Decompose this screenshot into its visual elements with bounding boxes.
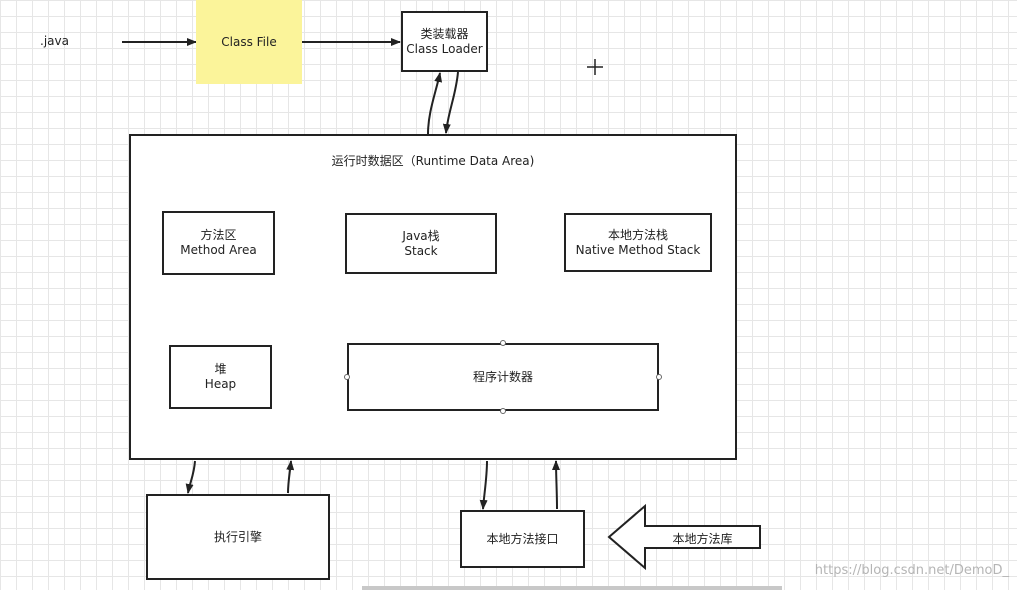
native-stack-label-en: Native Method Stack	[575, 242, 701, 257]
execution-engine-box[interactable]: 执行引擎	[146, 494, 330, 580]
heap-label-en: Heap	[204, 377, 237, 391]
arrow-runtime-to-engine	[185, 460, 196, 494]
class-file-note[interactable]: Class File	[196, 0, 302, 84]
class-loader-label-en: Class Loader	[406, 41, 483, 56]
runtime-data-area[interactable]	[129, 134, 737, 460]
selection-handle-left[interactable]	[344, 374, 350, 380]
pc-register-label: 程序计数器	[472, 369, 533, 384]
arrow-runtime-to-loader	[427, 72, 443, 135]
heap-label-zh: 堆	[214, 362, 227, 376]
selection-handle-right[interactable]	[656, 374, 662, 380]
arrow-loader-to-runtime	[442, 71, 459, 134]
native-method-stack-box[interactable]: 本地方法栈 Native Method Stack	[564, 213, 712, 272]
arrow-runtime-to-native-interface	[479, 460, 488, 510]
java-stack-box[interactable]: Java栈 Stack	[345, 213, 497, 274]
native-library-label[interactable]: 本地方法库	[672, 532, 733, 546]
crosshair-cursor-icon	[587, 59, 603, 75]
native-interface-box[interactable]: 本地方法接口	[460, 510, 585, 568]
heap-box[interactable]: 堆 Heap	[169, 345, 272, 409]
horizontal-scrollbar[interactable]	[362, 586, 782, 590]
selection-handle-top[interactable]	[500, 340, 506, 346]
java-stack-label-en: Stack	[404, 243, 438, 258]
runtime-data-area-title: 运行时数据区（Runtime Data Area)	[331, 154, 535, 168]
native-stack-label-zh: 本地方法栈	[607, 227, 668, 242]
native-library-arrow-shape	[607, 503, 761, 571]
method-area-label-zh: 方法区	[200, 228, 237, 242]
selection-handle-bottom[interactable]	[500, 408, 506, 414]
java-source-label: .java	[40, 34, 69, 48]
pc-register-box[interactable]: 程序计数器	[347, 343, 659, 411]
class-file-label: Class File	[221, 35, 277, 49]
execution-engine-label: 执行引擎	[213, 529, 262, 544]
native-interface-label: 本地方法接口	[486, 531, 559, 546]
method-area-label-en: Method Area	[180, 243, 257, 257]
arrow-engine-to-runtime	[286, 460, 295, 494]
method-area-box[interactable]: 方法区 Method Area	[162, 211, 275, 275]
class-loader-label-zh: 类装载器	[420, 26, 469, 41]
arrow-native-interface-to-runtime	[552, 460, 561, 510]
watermark-text: https://blog.csdn.net/DemoD_	[814, 563, 1009, 578]
java-stack-label-zh: Java栈	[402, 228, 440, 243]
class-loader-box[interactable]: 类装载器 Class Loader	[401, 11, 488, 72]
